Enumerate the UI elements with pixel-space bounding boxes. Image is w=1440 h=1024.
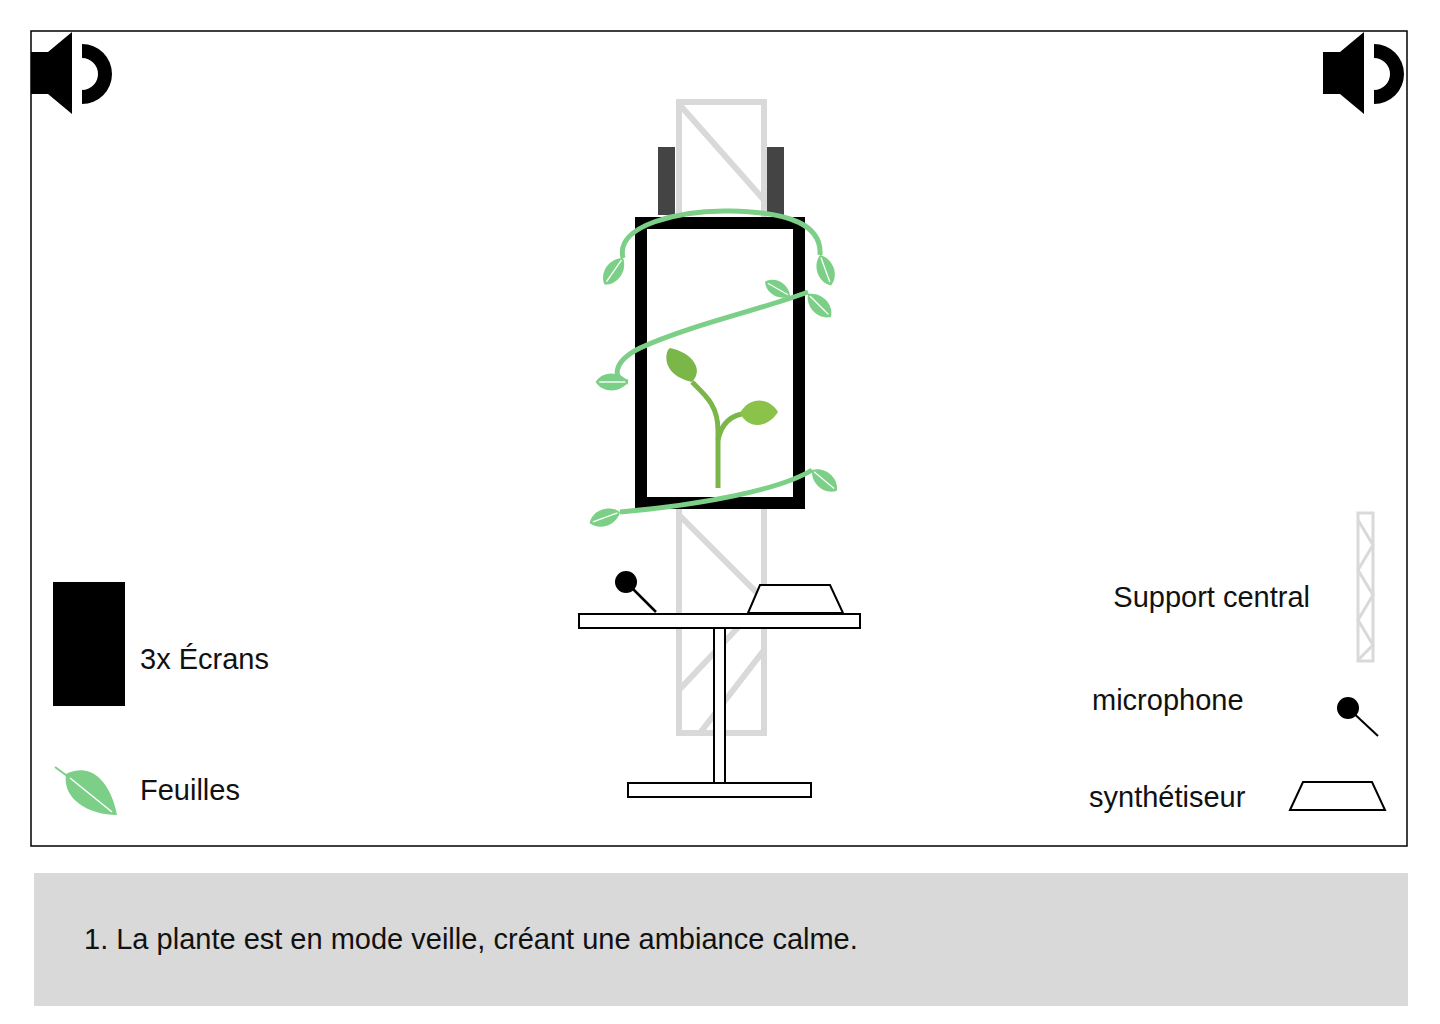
microphone (615, 571, 656, 612)
bracket (658, 147, 675, 215)
legend-truss (1358, 513, 1373, 661)
screen (641, 223, 799, 503)
synthesizer (748, 585, 843, 613)
table (579, 614, 860, 797)
speaker-right (1323, 32, 1404, 114)
vine (617, 211, 820, 512)
frame (31, 31, 1407, 846)
legend-swatch (53, 582, 125, 706)
legend-leaf (55, 767, 117, 815)
legend-label: synthétiseur (1089, 783, 1245, 812)
caption-band (34, 873, 1408, 1006)
legend-label: microphone (1092, 686, 1244, 715)
speaker-left (31, 32, 112, 114)
legend-synthesizer (1290, 782, 1385, 810)
vine-leaves (587, 252, 843, 531)
caption-text: 1. La plante est en mode veille, créant … (84, 925, 858, 954)
legend-label: 3x Écrans (140, 645, 269, 674)
bracket (767, 147, 784, 215)
legend-label: Feuilles (140, 776, 240, 805)
legend-label: Support central (1113, 583, 1310, 612)
plant (666, 348, 778, 488)
legend-microphone (1337, 697, 1378, 736)
